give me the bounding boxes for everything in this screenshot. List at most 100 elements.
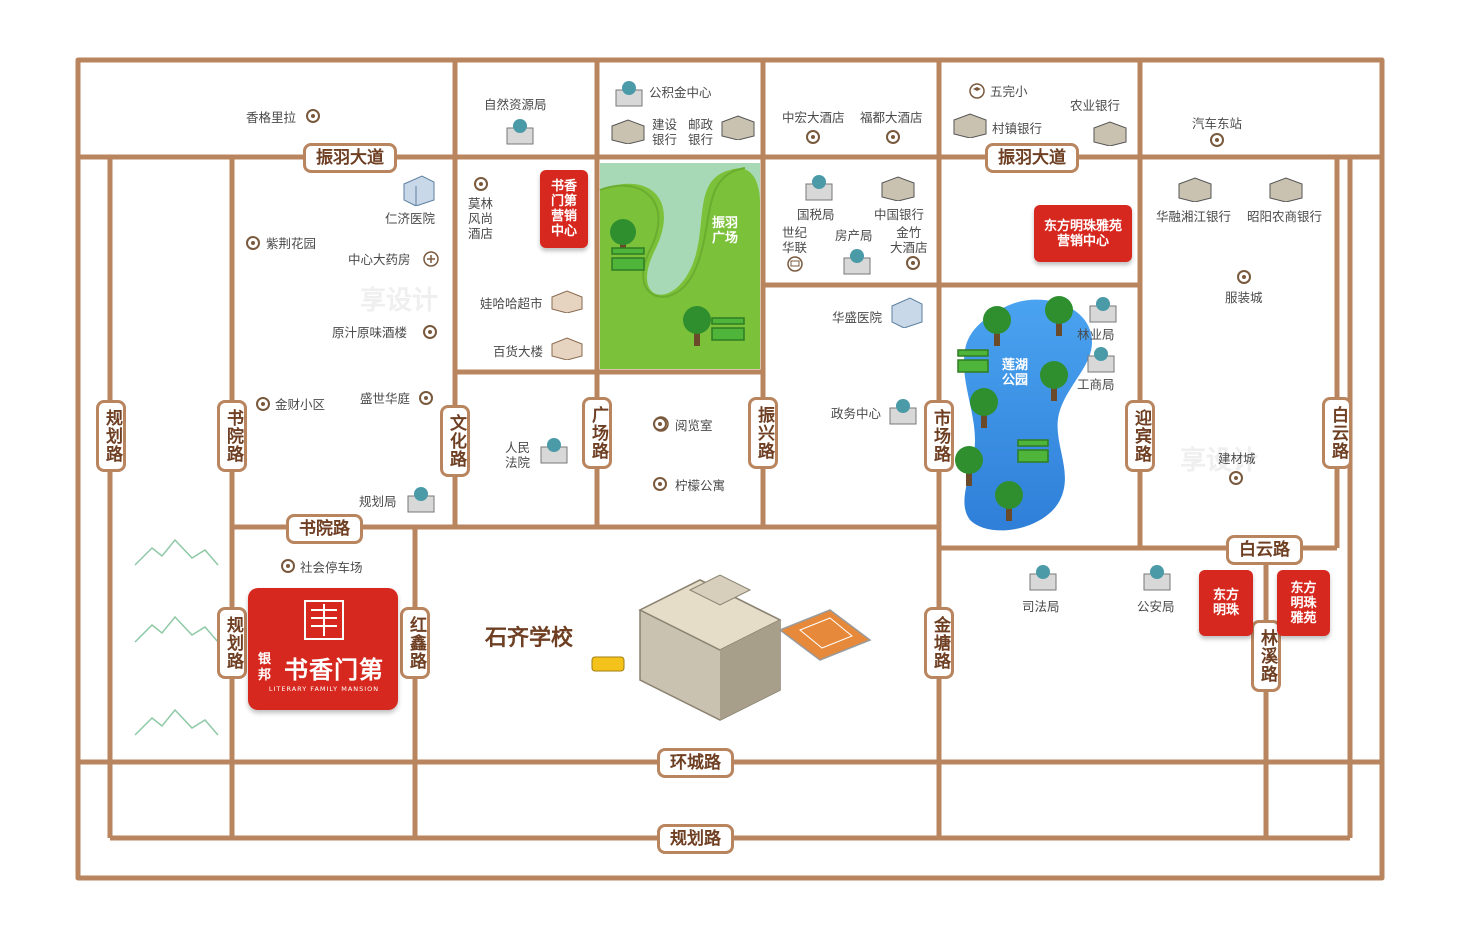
- poi-fangchan: 房产局: [835, 228, 873, 243]
- dongfang-yayuan-marker: 东方 明珠 雅苑: [1277, 570, 1330, 636]
- poi-zhaoyang-bank: 昭阳农商银行: [1247, 209, 1323, 224]
- dome-building-icon: [506, 119, 534, 145]
- road-label-zhenxing: 振兴路: [748, 397, 778, 469]
- poi-gongjijin: 公积金中心: [649, 85, 712, 100]
- location-pin-icon: [246, 236, 260, 250]
- road-label-jintang: 金塘路: [924, 607, 954, 679]
- location-pin-icon: [1229, 471, 1243, 485]
- project-english-name: LITERARY FAMILY MANSION: [268, 685, 380, 693]
- poi-gongshang: 工商局: [1077, 377, 1115, 392]
- mountain-icon: [134, 615, 219, 643]
- hospital-building-icon: [403, 175, 435, 206]
- school-label: 石齐学校: [485, 626, 574, 651]
- dongfang-sales-center-marker: 东方明珠雅苑 营销中心: [1034, 205, 1132, 262]
- bench-icon: [957, 349, 989, 373]
- shopping-cart-icon: [787, 256, 803, 272]
- school-building: [591, 574, 872, 721]
- project-name: 书香门第: [284, 656, 384, 684]
- bank-building-icon: [1269, 177, 1303, 202]
- location-pin-icon: [256, 397, 270, 411]
- road-label-hongxin: 红鑫路: [400, 607, 430, 679]
- dome-building-icon: [407, 487, 435, 513]
- school-icon: [969, 83, 985, 99]
- poi-zijing-garden: 紫荆花园: [266, 236, 317, 251]
- poi-sifa: 司法局: [1022, 599, 1060, 614]
- poi-zhengwu: 政务中心: [831, 406, 882, 421]
- dome-building-icon: [1089, 297, 1117, 323]
- medical-cross-icon: [423, 251, 439, 267]
- bank-building-icon: [881, 176, 915, 201]
- park-label-lianhu: 莲湖 公园: [1002, 358, 1029, 388]
- location-pin-icon: [474, 177, 488, 191]
- poi-linye: 林业局: [1077, 327, 1115, 342]
- tree-icon: [983, 306, 1011, 346]
- poi-molin-hotel: 莫林 风尚 酒店: [468, 196, 494, 241]
- dongfang-mingzhu-marker: 东方 明珠: [1199, 570, 1253, 636]
- dome-building-icon: [615, 81, 643, 107]
- bench-icon: [711, 317, 745, 341]
- location-pin-icon: [886, 130, 900, 144]
- mountain-icon: [134, 708, 219, 736]
- poi-shengshi-huating: 盛世华庭: [360, 391, 411, 406]
- poi-qiche-station: 汽车东站: [1192, 116, 1243, 131]
- bank-building-icon: [721, 115, 755, 140]
- road-label-guangchang: 广场路: [582, 397, 612, 469]
- road-label-zhenyu-right: 振羽大道: [985, 143, 1079, 173]
- dome-building-icon: [1087, 347, 1115, 373]
- tree-icon: [683, 306, 711, 346]
- bank-building-icon: [953, 113, 987, 138]
- mountain-decor: [134, 538, 219, 736]
- location-pin-icon: [1237, 270, 1251, 284]
- dome-building-icon: [1143, 565, 1171, 591]
- poi-shiji-hualian: 世纪 华联: [782, 225, 808, 255]
- dome-building-icon: [805, 175, 833, 201]
- project-logo-icon: [304, 600, 344, 640]
- poi-ziranziyuanju: 自然资源局: [484, 97, 547, 112]
- tree-icon: [1040, 361, 1068, 401]
- bench-icon: [1017, 439, 1049, 463]
- poi-gongan: 公安局: [1137, 599, 1175, 614]
- dome-building-icon: [540, 438, 568, 464]
- poi-huarong-bank: 华融湘江银行: [1156, 209, 1232, 224]
- tree-icon: [970, 388, 998, 428]
- tree-icon: [610, 219, 636, 254]
- location-pin-icon: [1210, 133, 1224, 147]
- tree-icon: [955, 446, 983, 486]
- poi-jinzhu-hotel: 金竹 大酒店: [890, 225, 928, 255]
- shuxiang-sales-center-marker: 书香 门第 营销 中心: [540, 170, 588, 248]
- poi-xianggelila: 香格里拉: [246, 110, 297, 125]
- road-label-guihua-left: 规划路: [96, 400, 126, 472]
- mountain-icon: [134, 538, 219, 566]
- dome-building-icon: [889, 399, 917, 425]
- location-pin-icon: [281, 559, 295, 573]
- road-label-yingbin: 迎宾路: [1125, 400, 1155, 472]
- lianhu-lake: [963, 299, 1093, 531]
- bench-icon: [611, 247, 645, 271]
- poi-wahaha: 娃哈哈超市: [480, 296, 543, 311]
- poi-cunzhen-bank: 村镇银行: [992, 121, 1043, 136]
- location-pin-icon: [906, 256, 920, 270]
- poi-baihuo: 百货大楼: [493, 344, 544, 359]
- poi-zhonghong-hotel: 中宏大酒店: [782, 110, 845, 125]
- location-pin-icon: [306, 109, 320, 123]
- shop-building-icon: [551, 290, 583, 313]
- road-label-shichang: 市场路: [924, 400, 954, 472]
- road-label-linxi: 林溪路: [1251, 620, 1281, 692]
- dome-building-icon: [843, 249, 871, 275]
- poi-nongye-bank: 农业银行: [1070, 98, 1121, 113]
- poi-jiancai: 建材城: [1218, 451, 1256, 466]
- tree-icon: [995, 481, 1023, 521]
- poi-guoshui: 国税局: [797, 207, 835, 222]
- poi-yuanzhi-wine: 原汁原味酒楼: [332, 325, 408, 340]
- school-bus-icon: [591, 656, 625, 672]
- location-pin-icon: [653, 477, 667, 491]
- bank-building-icon: [1093, 121, 1127, 146]
- road-label-shuyuan-h: 书院路: [286, 514, 363, 544]
- road-label-huancheng: 环城路: [657, 748, 734, 778]
- poi-parking: 社会停车场: [300, 560, 363, 575]
- hospital-building-icon: [891, 297, 923, 328]
- poi-center-pharmacy: 中心大药房: [348, 252, 411, 267]
- poi-fudu-hotel: 福都大酒店: [860, 110, 923, 125]
- poi-jincai-xiaoqu: 金财小区: [275, 397, 326, 412]
- poi-huasheng-hospital: 华盛医院: [832, 310, 883, 325]
